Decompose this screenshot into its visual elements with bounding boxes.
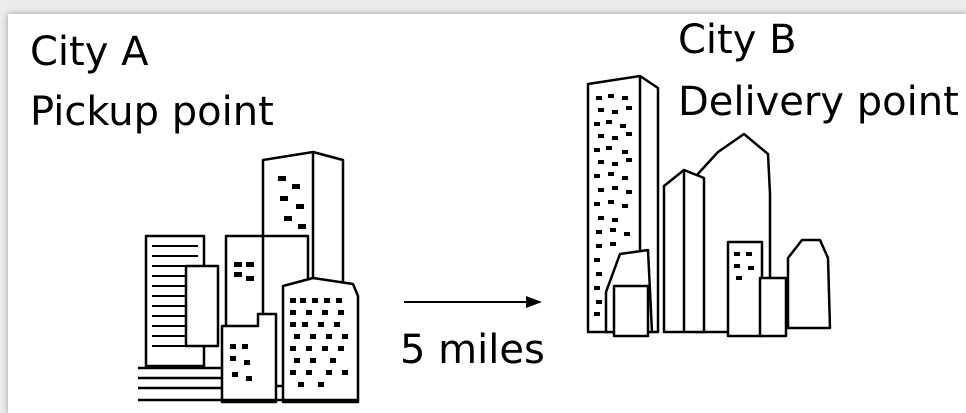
- diagram-canvas: City A Pickup point City B Delivery poin…: [8, 14, 966, 413]
- city-b-skyline-icon: [588, 76, 830, 336]
- arrow-right-icon: [404, 296, 542, 308]
- city-a-skyline-icon: [138, 152, 358, 402]
